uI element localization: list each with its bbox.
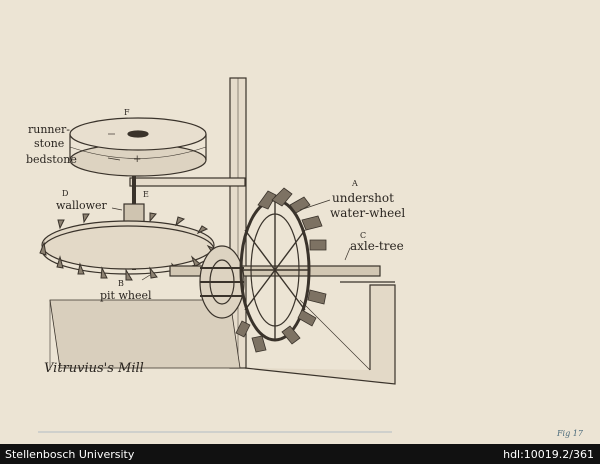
label-axle-tree: axle-tree bbox=[350, 239, 404, 253]
label-undershot: undershot bbox=[332, 191, 394, 205]
label-c: C bbox=[360, 231, 367, 240]
label-d: D bbox=[62, 189, 69, 198]
label-water-wheel: water-wheel bbox=[330, 206, 406, 220]
label-bedstone: bedstone bbox=[26, 153, 77, 166]
institution-name: Stellenbosch University bbox=[5, 448, 135, 461]
label-a: A bbox=[352, 179, 358, 188]
drawing-title: Vitruvius's Mill bbox=[44, 361, 144, 376]
handle-id: hdl:10019.2/361 bbox=[503, 448, 594, 461]
mill-illustration: + bbox=[38, 77, 396, 433]
label-runner: runner- bbox=[28, 123, 70, 136]
figure-number: Fig 17 bbox=[557, 429, 583, 438]
svg-text:+: + bbox=[133, 154, 141, 165]
label-f: F bbox=[124, 108, 130, 117]
repository-footer: Stellenbosch University hdl:10019.2/361 bbox=[0, 444, 600, 464]
label-pit-wheel: pit wheel bbox=[100, 289, 152, 302]
label-e: E bbox=[143, 190, 149, 199]
label-stone: stone bbox=[34, 137, 65, 150]
label-wallower: wallower bbox=[56, 199, 107, 212]
drawing-sheet: + bbox=[26, 77, 583, 438]
label-b: B bbox=[118, 279, 124, 288]
